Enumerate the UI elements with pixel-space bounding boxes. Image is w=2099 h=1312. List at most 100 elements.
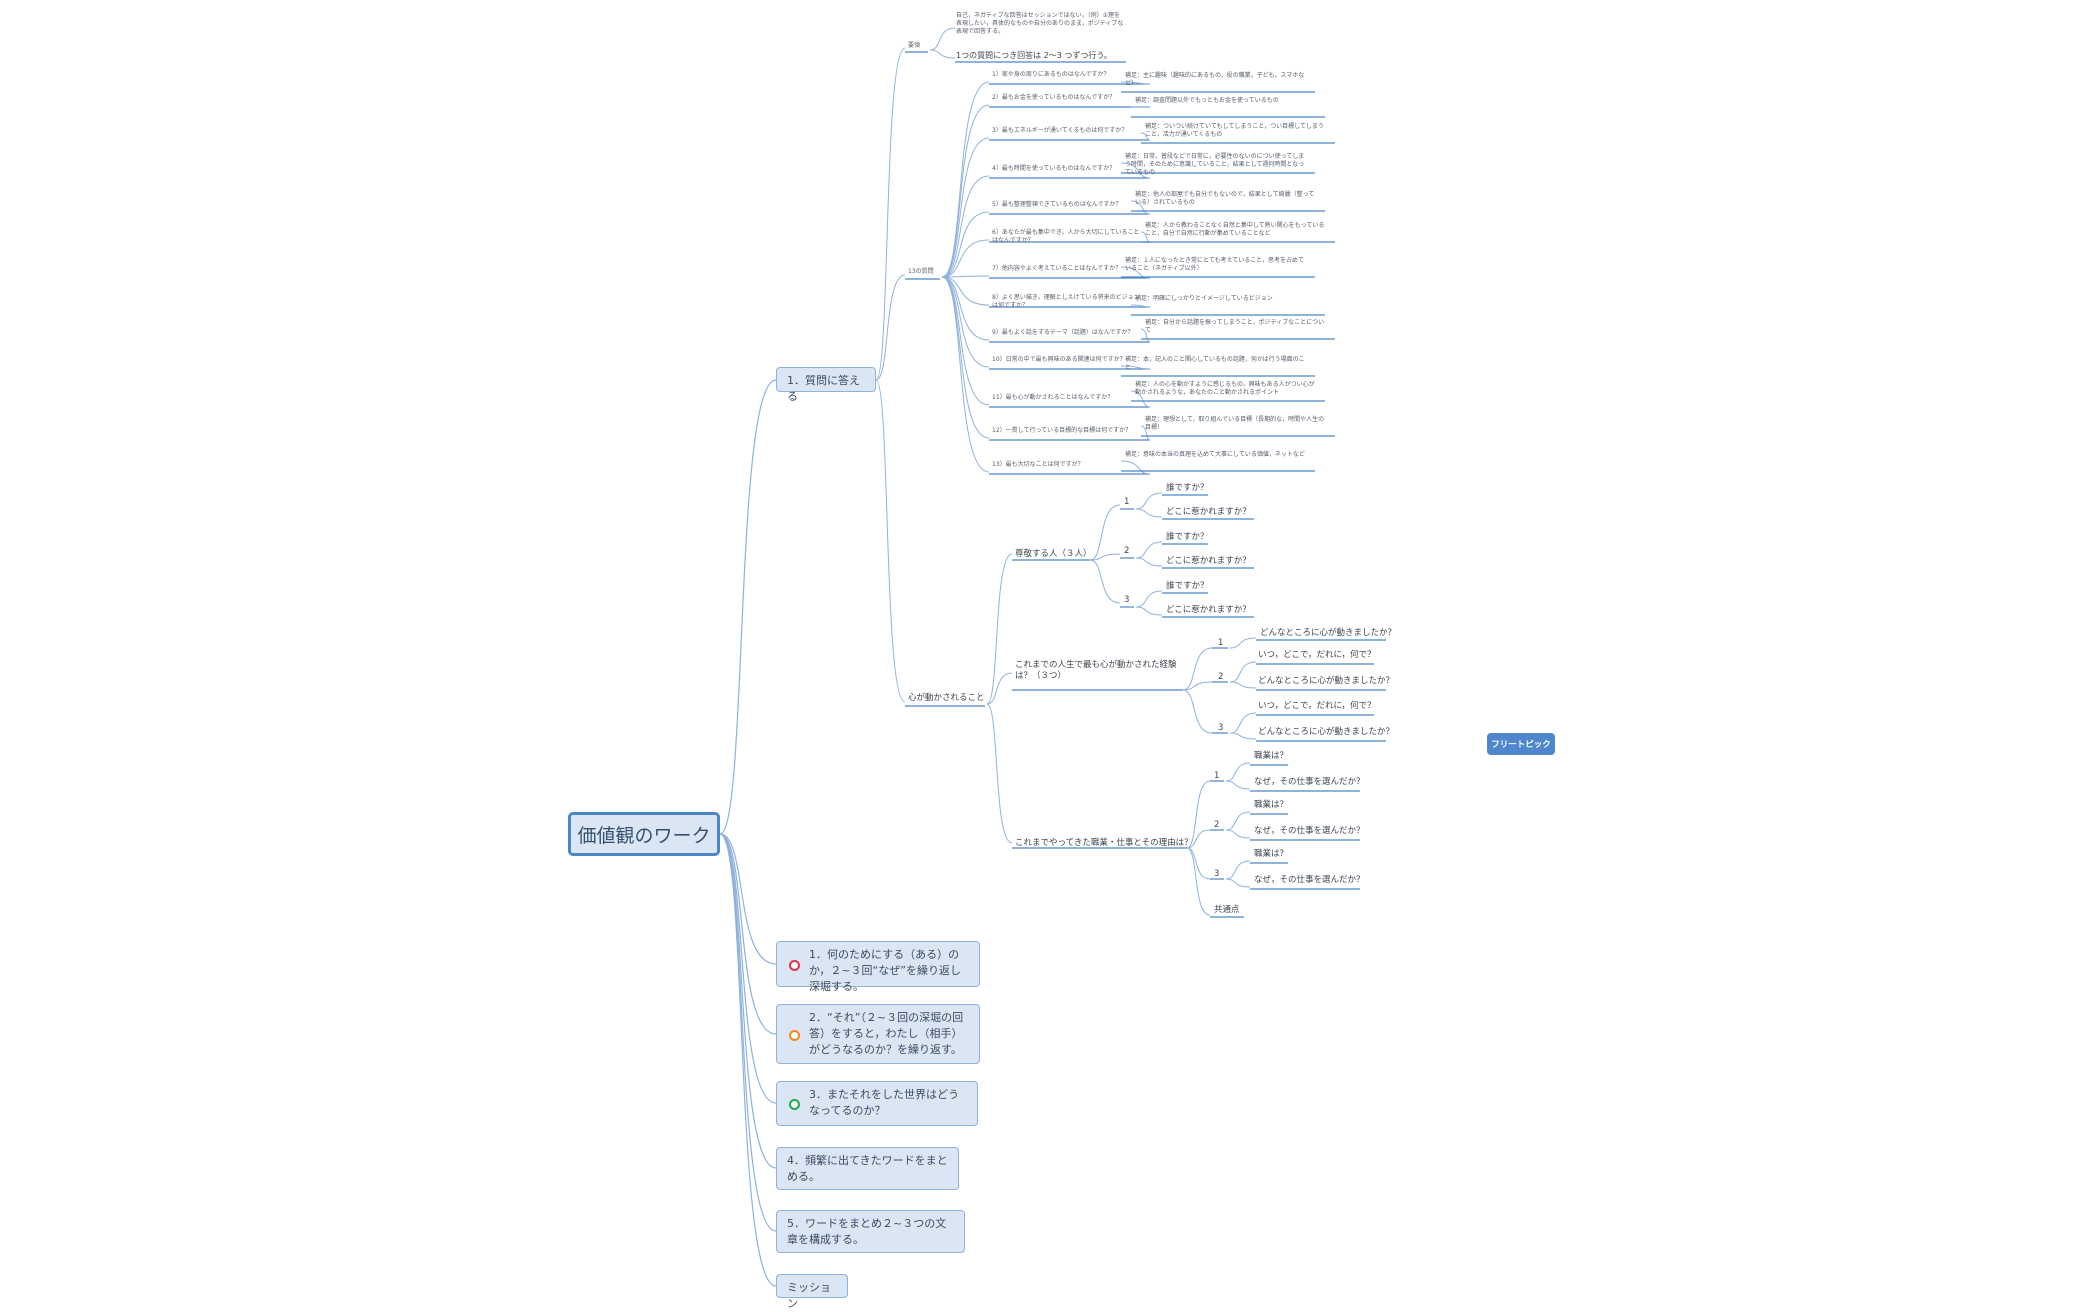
- connector: [941, 175, 990, 278]
- connector: [719, 833, 777, 1035]
- main-topic-label: 3．またそれをした世界はどうなってるのか？: [809, 1088, 959, 1117]
- main-topic-answer-questions[interactable]: 1．質問に答える: [776, 367, 876, 403]
- question-hint[interactable]: 補足：調査問題以外でもっともお金を使っているもの: [1135, 97, 1279, 104]
- question-hint[interactable]: 補足：本，記入のこと関心しているもの話題，何かは行う場面のこと: [1125, 356, 1305, 371]
- question-item[interactable]: 9）最もよく話をするテーマ（話題）はなんですか？: [992, 329, 1134, 336]
- question-hint[interactable]: 補足：理想として，取り組んでいる目標（長期的な，時間や人生の目標）: [1145, 416, 1325, 431]
- connector: [986, 703, 1013, 844]
- question-item[interactable]: 11）最も心が動かされることはなんですか？: [992, 394, 1114, 401]
- moved-detail[interactable]: いつ，どこで，だれに，何で？: [1258, 650, 1376, 660]
- respect-who[interactable]: 誰ですか？: [1166, 532, 1209, 542]
- subtopic-jobs[interactable]: これまでやってきた職業・仕事とその理由は？: [1015, 838, 1193, 848]
- main-topic-world[interactable]: 3．またそれをした世界はどうなってるのか？: [776, 1081, 978, 1126]
- connector: [986, 672, 1013, 705]
- central-topic[interactable]: 価値観のワーク: [568, 812, 720, 856]
- question-item[interactable]: 5）最も整理整頓できているものはなんですか？: [992, 201, 1122, 208]
- job-name[interactable]: 職業は？: [1254, 800, 1289, 810]
- moved-detail[interactable]: いつ，どこで，だれに，何で？: [1258, 701, 1376, 711]
- moved-detail[interactable]: どんなところに心が動きましたか？: [1258, 676, 1395, 686]
- connector: [941, 211, 990, 278]
- question-hint[interactable]: 補足：自分から話題を振ってしまうこと，ポジティブなことについて: [1145, 319, 1325, 334]
- question-item[interactable]: 7）他内容やよく考えていることはなんですか？: [992, 265, 1122, 272]
- connector: [941, 276, 990, 473]
- question-item[interactable]: 1）家や身の周りにあるものはなんですか？: [992, 71, 1110, 78]
- subtopic-heart-moved[interactable]: 心が動かされること: [908, 693, 985, 703]
- job-index[interactable]: 1: [1214, 771, 1220, 781]
- job-reason[interactable]: なぜ，その仕事を選んだか？: [1254, 826, 1365, 836]
- question-item[interactable]: 3）最もエネルギーが湧いてくるものは何ですか？: [992, 127, 1128, 134]
- subtopic-13-questions[interactable]: 13の質問: [908, 268, 934, 275]
- question-hint[interactable]: 補足：主に趣味（趣味的にあるもの，役の職業，子ども，スマホなど）: [1125, 72, 1305, 87]
- job-name[interactable]: 職業は？: [1254, 751, 1289, 761]
- respect-where[interactable]: どこに惹かれますか？: [1166, 605, 1251, 615]
- subtopic-moved-experiences[interactable]: これまでの人生で最も心が動かされた経験は？（３つ）: [1015, 660, 1177, 681]
- subtopic-respected-people[interactable]: 尊敬する人（３人）: [1015, 549, 1092, 559]
- job-index[interactable]: 2: [1214, 820, 1220, 830]
- respect-index[interactable]: 2: [1124, 546, 1130, 556]
- job-index[interactable]: 3: [1214, 869, 1220, 879]
- connector: [1182, 689, 1213, 734]
- connector: [941, 276, 990, 306]
- connector: [941, 239, 990, 278]
- job-name[interactable]: 職業は？: [1254, 849, 1289, 859]
- question-hint[interactable]: 補足：意味の本当の真理を込めて大事にしている価値，ネットなど: [1125, 451, 1305, 458]
- connector: [1225, 860, 1251, 880]
- connector: [1225, 829, 1251, 839]
- question-item[interactable]: 12）一貫して行っている目標的な目標は何ですか？: [992, 427, 1132, 434]
- question-item[interactable]: 13）最も大切なことは何ですか？: [992, 461, 1084, 468]
- job-reason[interactable]: なぜ，その仕事を選んだか？: [1254, 875, 1365, 885]
- connector: [1186, 847, 1211, 916]
- moved-detail[interactable]: どんなところに心が動きましたか？: [1260, 628, 1397, 638]
- question-item[interactable]: 4）最も時間を使っているものはなんですか？: [992, 165, 1116, 172]
- connector: [1135, 508, 1163, 518]
- connector: [1089, 504, 1121, 561]
- floating-topic[interactable]: フリートピック: [1487, 733, 1555, 755]
- respect-who[interactable]: 誰ですか？: [1166, 483, 1209, 493]
- main-topic-compose-sentences[interactable]: 5．ワードをまとめ２~３つの文章を構成する。: [776, 1210, 965, 1253]
- connector: [1229, 661, 1257, 683]
- respect-who[interactable]: 誰ですか？: [1166, 581, 1209, 591]
- main-topic-why-dig[interactable]: 1．何のためにする（ある）のか，２~３回“なぜ”を繰り返し深堀する。: [776, 941, 980, 993]
- respect-index[interactable]: 3: [1124, 595, 1130, 605]
- connector: [719, 833, 777, 1169]
- question-item[interactable]: 6）あなたが最も集中でき，人から大切にしていることはなんですか？: [992, 229, 1140, 244]
- main-topic-summarize-words[interactable]: 4．頻繁に出てきたワードをまとめる。: [776, 1147, 959, 1190]
- common-points[interactable]: 共通点: [1214, 905, 1240, 915]
- question-hint[interactable]: 補足：人の心を動かすように感じるもの，興味もある人がつい心が動かされるような，あ…: [1135, 381, 1315, 396]
- question-hint[interactable]: 補足：明確にしっかりとイメージしているビジョン: [1135, 295, 1273, 302]
- question-hint[interactable]: 補足：日常，普段などで日常に，必要性のないのについ使ってしまう時間，そのために意…: [1125, 153, 1305, 176]
- main-topic-what-happens[interactable]: 2．“それ”（２~３回の深堀の回答）をすると，わたし（相手）がどうなるのか？を繰…: [776, 1004, 980, 1064]
- connector: [1229, 712, 1257, 734]
- question-hint[interactable]: 補足：ついつい続けていてもしてしまうこと，つい目標してしまうこと，活力が湧いてく…: [1145, 123, 1324, 138]
- connector: [1229, 681, 1257, 689]
- moved-index[interactable]: 3: [1218, 723, 1224, 733]
- question-hint[interactable]: 補足：人から教わることなく自然と集中して熱い関心をもっていること，自分で自然に行…: [1145, 222, 1325, 237]
- moved-index[interactable]: 2: [1218, 672, 1224, 682]
- connector: [941, 276, 990, 439]
- connector: [1229, 732, 1257, 740]
- question-hint[interactable]: 補足：１人になったとき常にとても考えていること，思考を占めていること（ネガティブ…: [1125, 257, 1304, 272]
- moved-index[interactable]: 1: [1218, 638, 1224, 648]
- connector: [1135, 557, 1163, 567]
- connector: [929, 27, 956, 51]
- moved-detail[interactable]: どんなところに心が動きましたか？: [1258, 727, 1395, 737]
- connector: [719, 833, 777, 1232]
- respect-index[interactable]: 1: [1124, 497, 1130, 507]
- question-item[interactable]: 8）よく思い描き，理解としえけている将来のビジョンは何ですか？: [992, 294, 1140, 309]
- question-item[interactable]: 2）最もお金を使っているものはなんですか？: [992, 94, 1116, 101]
- question-hint[interactable]: 補足：他人の部屋でも自分でもないので，結果として綺麗（整っている）されているもの: [1135, 191, 1315, 206]
- respect-where[interactable]: どこに惹かれますか？: [1166, 507, 1251, 517]
- main-topic-label: 1．何のためにする（ある）のか，２~３回“なぜ”を繰り返し深堀する。: [809, 948, 961, 993]
- connector: [941, 276, 990, 368]
- subtopic-rules[interactable]: 要領: [908, 42, 921, 49]
- job-reason[interactable]: なぜ，その仕事を選んだか？: [1254, 777, 1365, 787]
- connector: [941, 81, 990, 278]
- respect-where[interactable]: どこに惹かれますか？: [1166, 556, 1251, 566]
- question-item[interactable]: 10）日常の中で最も興味のある関連は何ですか？: [992, 356, 1126, 363]
- main-topic-mission[interactable]: ミッション: [776, 1274, 848, 1310]
- rules-note[interactable]: 自己，ネガティブな回答はセッションではない，（例）①理を表現したい，具体的なもの…: [956, 12, 1124, 35]
- rules-main[interactable]: 1つの質問につき回答は 2～3 つずつ行う。: [956, 51, 1112, 60]
- connector: [929, 49, 956, 59]
- connector: [1135, 590, 1163, 608]
